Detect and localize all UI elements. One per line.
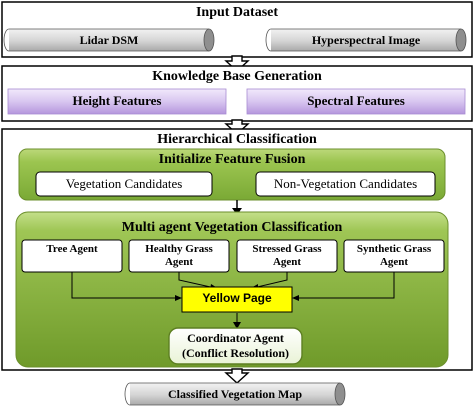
tree-agent-label: Tree Agent: [46, 243, 98, 255]
classified-map-cylinder: [124, 382, 346, 406]
coordinator-agent-box: [168, 327, 303, 365]
non-vegetation-candidates-label: Non-Vegetation Candidates: [273, 176, 418, 191]
healthy-grass-agent-label-1: Healthy Grass: [145, 243, 213, 255]
stressed-grass-agent-label-1: Stressed Grass: [252, 243, 322, 255]
multi-agent-title: Multi agent Vegetation Classification: [121, 220, 343, 235]
arrow-to-output: [224, 368, 250, 384]
hierarchical-title: Hierarchical Classification: [157, 132, 317, 147]
synthetic-grass-agent-label-2: Agent: [379, 256, 409, 268]
vegetation-candidates-box: [35, 171, 213, 197]
synthetic-grass-agent-label-1: Synthetic Grass: [356, 243, 432, 255]
non-vegetation-candidates-box: [255, 171, 436, 197]
agent-connectors: [71, 272, 395, 323]
stressed-grass-agent-label-2: Agent: [272, 256, 302, 268]
coordinator-agent-label-2: (Conflict Resolution): [182, 346, 289, 360]
hyperspectral-image-cylinder: [265, 28, 467, 52]
yellow-page-label: Yellow Page: [202, 291, 272, 305]
lidar-dsm-cylinder: [3, 28, 215, 52]
feature-fusion-title: Initialize Feature Fusion: [158, 152, 306, 167]
input-dataset-title: Input Dataset: [195, 5, 279, 20]
hyperspectral-image-label: Hyperspectral Image: [311, 33, 421, 47]
lidar-dsm-label: Lidar DSM: [79, 33, 139, 47]
height-features-box: [7, 88, 227, 115]
height-features-label: Height Features: [72, 93, 162, 108]
healthy-grass-agent-label-2: Agent: [164, 256, 194, 268]
classified-vegetation-map-label: Classified Vegetation Map: [167, 387, 302, 401]
spectral-features-box: [246, 88, 466, 115]
yellow-page-box: [181, 286, 293, 313]
vegetation-candidates-label: Vegetation Candidates: [65, 176, 183, 191]
spectral-features-label: Spectral Features: [307, 93, 405, 108]
coordinator-agent-label-1: Coordinator Agent: [187, 331, 284, 345]
knowledge-base-title: Knowledge Base Generation: [152, 69, 322, 84]
